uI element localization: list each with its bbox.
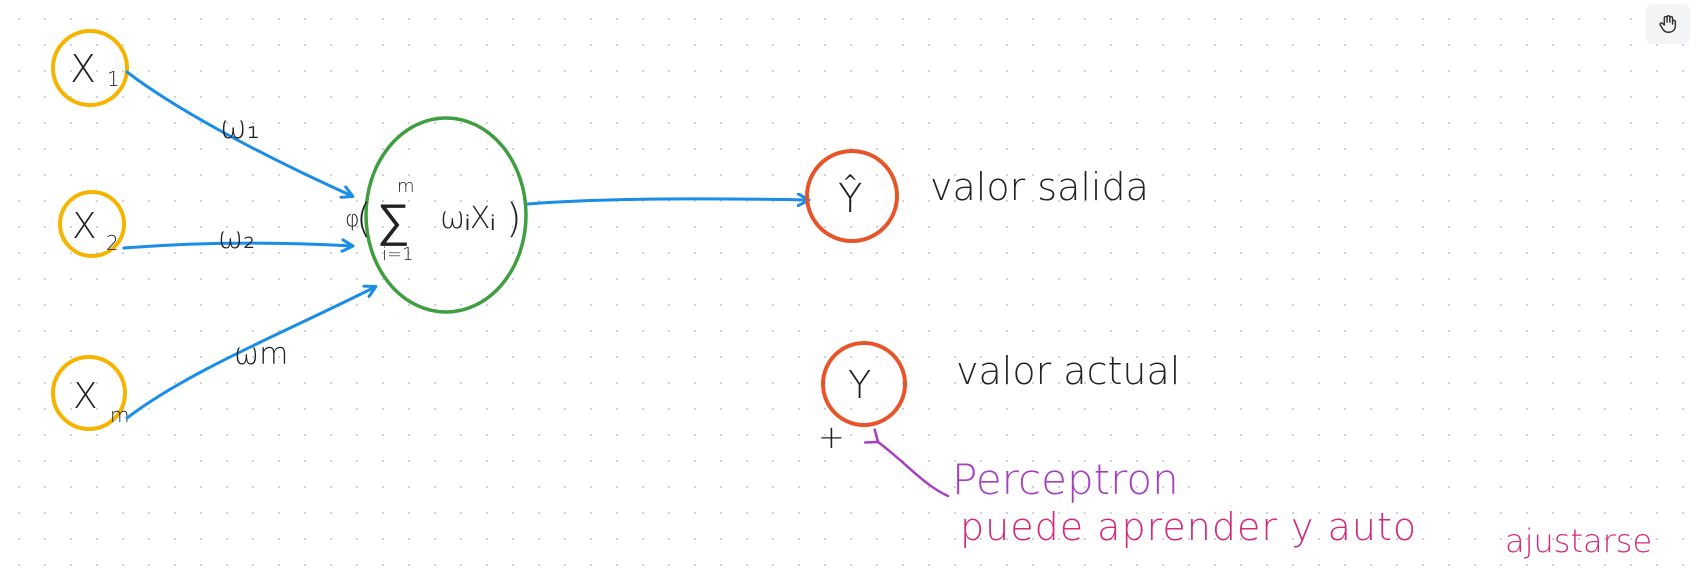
perceptron-label: Perceptron <box>952 455 1179 504</box>
neuron-sigma: ∑ <box>377 193 410 247</box>
input-xm-subscript: m <box>110 403 129 427</box>
input-node-x1: X 1 <box>51 29 129 107</box>
perceptron-pointer-arrow <box>863 428 950 498</box>
pan-tool-button[interactable] <box>1646 4 1690 44</box>
neuron-node: φ ( m ∑ i=1 ωᵢXᵢ ) <box>345 116 528 314</box>
plus-sign: + <box>818 418 845 456</box>
input-node-x2: X 2 <box>58 190 126 258</box>
weight-w1-label: ω₁ <box>220 108 260 146</box>
output-actual-label: valor actual <box>956 349 1180 393</box>
note-line1: puede aprender y auto <box>960 505 1417 549</box>
weight-w2-label: ω₂ <box>218 221 255 256</box>
input-xm-symbol: X <box>73 376 98 417</box>
neuron-sum-upper: m <box>397 176 415 197</box>
neuron-term: ωᵢXᵢ <box>440 201 495 236</box>
neuron-sum-lower: i=1 <box>382 244 414 265</box>
weight-wm-label: ωm <box>234 337 288 372</box>
input-x1-subscript: 1 <box>107 67 120 91</box>
input-x2-symbol: X <box>72 206 97 247</box>
arrow-x2-to-neuron <box>122 243 352 248</box>
output-predicted-label: valor salida <box>930 165 1149 209</box>
input-x2-subscript: 2 <box>106 231 119 255</box>
arrow-xm-to-neuron <box>125 287 375 420</box>
output-node-predicted: Ŷ <box>805 149 899 243</box>
arrow-x1-to-neuron <box>125 70 352 196</box>
output-actual-symbol: Y <box>848 363 871 407</box>
arrow-neuron-to-output <box>526 199 808 204</box>
output-predicted-symbol: Ŷ <box>838 173 862 222</box>
output-node-actual: Y <box>821 341 907 427</box>
hand-icon <box>1659 15 1677 33</box>
neuron-paren-open: ( <box>356 196 372 242</box>
neuron-phi: φ <box>345 207 360 232</box>
input-x1-symbol: X <box>70 47 96 91</box>
neuron-paren-close: ) <box>506 196 522 242</box>
note-line2: ajustarse <box>1505 522 1652 560</box>
input-node-xm: X m <box>51 355 129 431</box>
